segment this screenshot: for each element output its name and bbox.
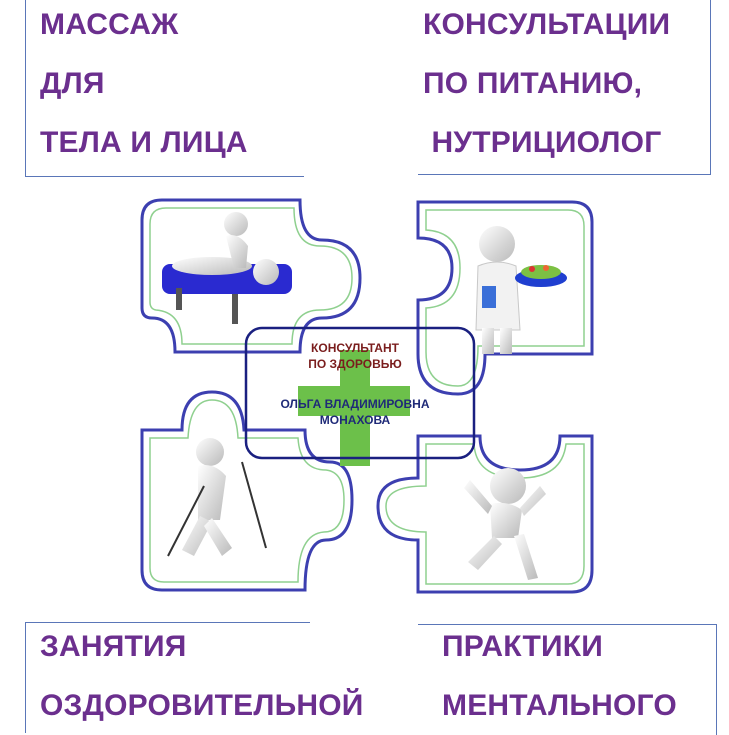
nutritionist-figure-icon [475,226,567,354]
role-line: КОНСУЛЬТАНТ [311,341,399,355]
heading-line: ПРАКТИКИ [442,630,604,663]
joyful-jumping-figure-icon [464,468,546,580]
frame-bottom-left [25,622,310,733]
heading-line: ПО ПИТАНИЮ, [423,67,643,100]
name-line: ОЛЬГА ВЛАДИМИРОВНА [280,397,430,411]
consultant-name: ОЛЬГА ВЛАДИМИРОВНА МОНАХОВА [255,396,455,428]
heading-line: КОНСУЛЬТАЦИИ [423,8,671,41]
frame-top-right [418,0,711,175]
nordic-walking-figure-icon [167,438,267,557]
heading-line: НУТРИЦИОЛОГ [423,126,662,159]
consultant-role: КОНСУЛЬТАНТ ПО ЗДОРОВЬЮ [290,340,420,372]
wellness-heading: ЗАНЯТИЯ ОЗДОРОВИТЕЛЬНОЙ [40,617,364,735]
medical-cross-icon [298,350,410,466]
heading-line: МЕНТАЛЬНОГО [442,689,677,722]
puzzle-piece-bottom-right [376,434,594,594]
consultant-badge-border [244,326,476,460]
massage-figure-icon [162,212,292,324]
heading-line: МАССАЖ [40,8,179,41]
heading-line: ОЗДОРОВИТЕЛЬНОЙ [40,689,364,722]
heading-line: ТЕЛА И ЛИЦА [40,126,248,159]
heading-line: ДЛЯ [40,67,105,100]
massage-heading: МАССАЖ ДЛЯ ТЕЛА И ЛИЦА [40,0,248,172]
mental-heading: ПРАКТИКИ МЕНТАЛЬНОГО [442,617,677,735]
nutrition-heading: КОНСУЛЬТАЦИИ ПО ПИТАНИЮ, НУТРИЦИОЛОГ [423,0,670,172]
heading-line: ЗАНЯТИЯ [40,630,187,663]
name-line: МОНАХОВА [319,413,391,427]
frame-bottom-right [418,624,717,735]
frame-top-left [25,0,304,177]
role-line: ПО ЗДОРОВЬЮ [308,357,402,371]
